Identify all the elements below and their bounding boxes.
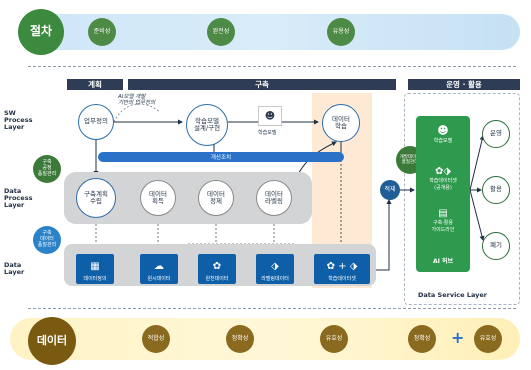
model-icon-box: ☻	[258, 106, 282, 126]
data-item-5: 유효성	[474, 325, 502, 353]
data-tile-label: 원천데이터	[205, 276, 229, 282]
data-item-2: 정확성	[226, 325, 254, 353]
service-area-frame	[404, 93, 520, 305]
data-item-label: 정확성	[231, 334, 249, 342]
process-node-label: 데이터 라벨링	[256, 180, 292, 216]
ai-model-note: AI모델 개발 기반의 업무정의	[118, 94, 156, 107]
process-node-label: 데이터 정제	[207, 189, 225, 205]
phase-operate: 운영 · 활용	[408, 79, 520, 90]
procedure-item-2: 완전성	[207, 18, 235, 46]
layer-data: Data Layer	[4, 261, 25, 277]
ai-hub-model-label: 학습모델	[433, 138, 453, 144]
process-node-label-text: 데이터 라벨링	[265, 189, 283, 205]
data-tile-labeled: ⬗ 라벨링데이터	[256, 254, 294, 284]
data-tile-source: ✿ 원천데이터	[198, 254, 236, 284]
phase-build: 구축	[128, 79, 396, 90]
ai-hub-guide: ▤ 구축·활용 가이드라인	[416, 208, 470, 233]
data-tile-definition: ▦ 데이터정의	[76, 254, 114, 284]
data-tile-label: 데이터정의	[83, 276, 107, 282]
model-design-node: 학습모델 설계/구현	[186, 104, 228, 146]
dataset-combine-icon: ✿ + ⬗	[326, 261, 358, 272]
procedure-item-3: 유용성	[327, 18, 355, 46]
ai-hub-dataset-label: 학습데이터셋 (공개용)	[429, 178, 457, 191]
data-tile-dataset: ✿ + ⬗ 학습데이터셋	[314, 254, 370, 284]
layer-data-service: Data Service Layer	[418, 291, 488, 299]
ai-hub-panel: ☻ 학습모델 ✿⬗ 학습데이터셋 (공개용) ▤ 구축·활용 가이드라인 AI …	[416, 116, 470, 272]
data-learning-node: 데이터 학습	[322, 104, 360, 142]
data-label: 데이터	[36, 333, 68, 347]
review-bar-label: 개선조치	[210, 155, 232, 161]
brain-icon: ☻	[264, 110, 276, 122]
data-band	[10, 318, 520, 360]
phase-plan: 계획	[67, 79, 123, 90]
data-tile-label: 원시데이터	[147, 276, 171, 282]
data-tile-raw: ☁ 원시데이터	[140, 254, 178, 284]
service-dispose-label: 폐기	[490, 241, 502, 250]
data-item-1: 적합성	[142, 325, 170, 353]
data-quality-label: 구축 데이터 품질관리	[37, 230, 57, 248]
ai-hub-dataset: ✿⬗ 학습데이터셋 (공개용)	[416, 166, 470, 191]
data-tile-label: 학습데이터셋	[328, 276, 356, 282]
phase-operate-label: 운영 · 활용	[446, 80, 482, 89]
procedure-item-label: 유용성	[332, 27, 350, 35]
layer-data-process: Data Process Layer	[4, 187, 33, 210]
data-learning-label: 데이터 학습	[332, 114, 350, 130]
service-quality-label: 개발데이터 품질관리	[399, 154, 421, 165]
layer-sw-process: SW Process Layer	[4, 109, 33, 132]
data-item-label: 유효성	[325, 334, 343, 342]
procedure-item-1: 준비성	[88, 18, 116, 46]
brain-icon: ☻	[437, 124, 449, 137]
data-item-3: 유효성	[320, 325, 348, 353]
build-quality-label: 구축 공정 품질관리	[37, 159, 57, 177]
procedure-main-circle: 절차	[18, 9, 64, 55]
service-operate-label: 운영	[490, 129, 502, 138]
procedure-item-label: 준비성	[93, 27, 111, 35]
data-item-4: 정확성	[408, 325, 436, 353]
procedure-item-label: 완전성	[212, 27, 230, 35]
aperture-icon: ✿	[212, 261, 222, 272]
process-node-refine: 데이터 정제	[198, 180, 234, 216]
dataset-icon: ✿⬗	[434, 166, 452, 177]
load-label: 적재	[384, 185, 396, 193]
service-use-label: 활용	[490, 185, 502, 194]
process-node-label: 구축계획 수립	[84, 189, 108, 205]
top-divider	[28, 66, 516, 67]
data-tile-label: 라벨링데이터	[261, 276, 289, 282]
process-node-plan: 구축계획 수립	[76, 178, 116, 218]
ai-hub-guide-label: 구축·활용 가이드라인	[431, 220, 455, 233]
process-node-acquire: 데이터 획득	[140, 180, 176, 216]
procedure-label: 절차	[29, 24, 53, 39]
data-item-label: 정확성	[413, 334, 431, 342]
model-icon-label: 학습모델	[258, 130, 277, 136]
plus-sign: +	[451, 328, 465, 347]
table-icon: ▦	[90, 261, 100, 272]
build-quality-note: 구축 공정 품질관리	[33, 155, 61, 183]
service-operate: 운영	[482, 120, 510, 148]
data-main-circle: 데이터	[28, 317, 76, 365]
process-node-label: 데이터 획득	[149, 189, 167, 205]
model-design-label: 학습모델 설계/구현	[193, 116, 221, 132]
task-definition-label: 업무정의	[84, 117, 108, 126]
phase-plan-label: 계획	[88, 80, 102, 89]
tag-icon: ⬗	[271, 261, 279, 272]
bottom-divider	[28, 308, 516, 309]
review-bar: 개선조치	[98, 152, 344, 162]
data-quality-note: 구축 데이터 품질관리	[33, 226, 61, 254]
service-use: 활용	[482, 176, 510, 204]
data-item-label: 유효성	[479, 334, 497, 342]
load-node: 적재	[380, 180, 400, 200]
document-icon: ▤	[438, 208, 448, 219]
phase-build-label: 구축	[255, 80, 269, 89]
data-item-label: 적합성	[147, 334, 165, 342]
ai-hub-model: ☻ 학습모델	[416, 124, 470, 144]
cloud-icon: ☁	[154, 261, 164, 272]
ai-hub-title: AI 허브	[432, 258, 453, 265]
task-definition-node: 업무정의	[78, 104, 114, 140]
service-dispose: 폐기	[482, 232, 510, 260]
